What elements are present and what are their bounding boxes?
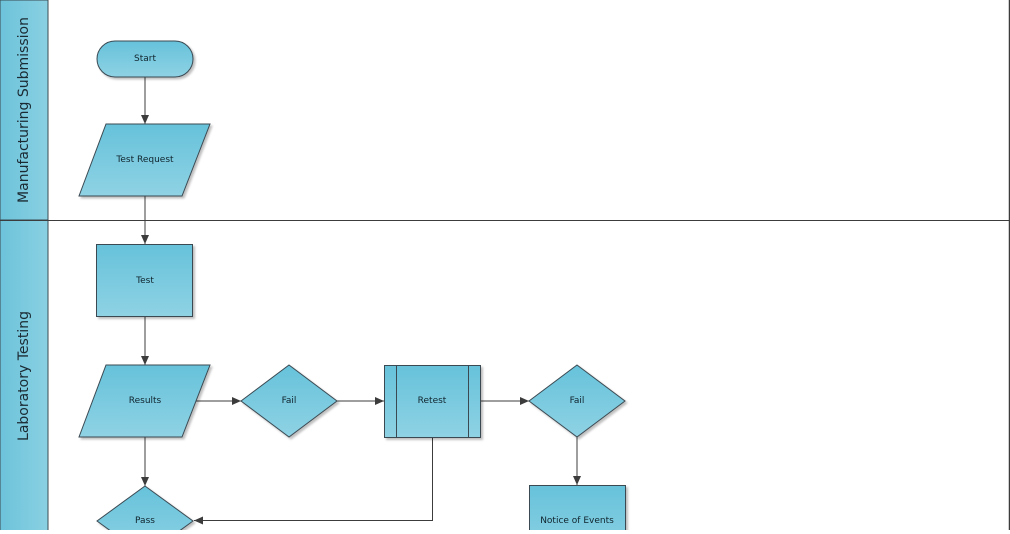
fail-label-1: Fail: [281, 396, 297, 406]
notice-of-events-process-box[interactable]: [529, 485, 626, 534]
fail-label-2: Fail: [569, 396, 585, 406]
lane-label-manufacturing: Manufacturing Submission: [0, 0, 48, 220]
lane-title: Manufacturing Submission: [16, 17, 33, 203]
lane-header-laboratory: [0, 219, 49, 533]
test-request-parallelogram[interactable]: [78, 123, 211, 197]
lane-title: Laboratory Testing: [16, 311, 32, 441]
lane-label-laboratory: Laboratory Testing: [0, 220, 48, 532]
connectors: [141, 77, 581, 525]
notice-of-events-label: Notice of Events: [540, 516, 614, 526]
results-parallelogram[interactable]: [78, 364, 211, 438]
results-label: Results: [128, 396, 162, 406]
start-label: Start: [134, 54, 156, 64]
edge-retest-to-pass: [194, 438, 433, 525]
test-process-box[interactable]: [96, 244, 193, 317]
pass-decision[interactable]: [96, 485, 194, 534]
retest-label: Retest: [417, 396, 447, 406]
fail-decision-2[interactable]: [528, 364, 626, 438]
fail-decision-1[interactable]: [240, 364, 338, 438]
test-label: Test: [136, 276, 154, 286]
pass-label: Pass: [135, 516, 155, 526]
start-terminator[interactable]: [96, 40, 194, 78]
lane-header-manufacturing: [0, 0, 49, 221]
test-request-label: Test Request: [116, 155, 174, 165]
retest-predefined-process[interactable]: [384, 365, 481, 438]
